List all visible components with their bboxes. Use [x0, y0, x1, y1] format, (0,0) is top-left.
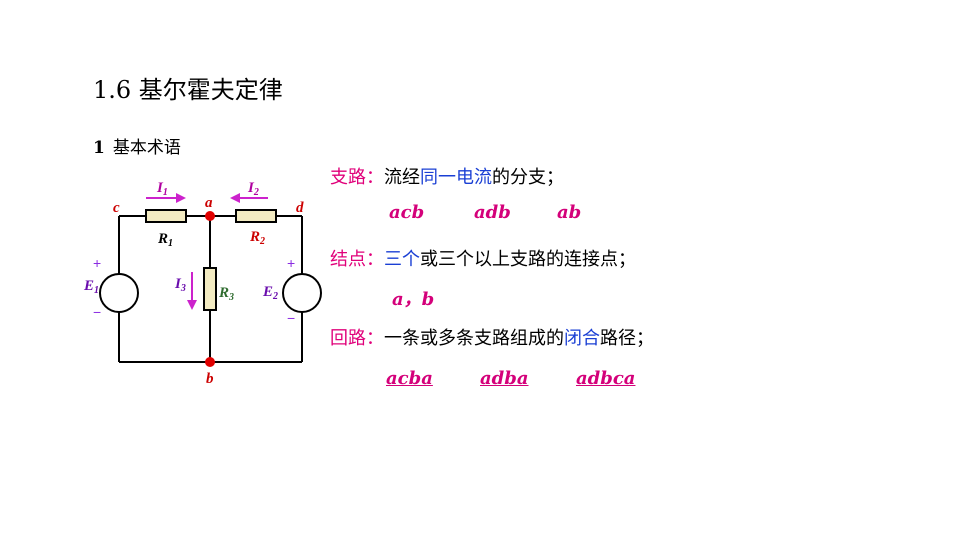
label-e2: E2	[262, 284, 278, 302]
node-example: a，b	[392, 289, 435, 310]
page-title: 1.6 基尔霍夫定律	[93, 76, 283, 104]
node-label-c: c	[113, 200, 120, 216]
e1-plus-sign: +	[93, 255, 101, 271]
section-label: 基本术语	[112, 138, 181, 158]
node-a-dot	[205, 211, 215, 221]
label-r3: R3	[218, 285, 234, 303]
branch-example: adb	[474, 202, 511, 223]
loop-example: adbca	[576, 368, 636, 389]
label-e1: E1	[83, 278, 99, 296]
node-b-dot	[205, 357, 215, 367]
branch-example: ab	[557, 202, 582, 223]
source-e1	[99, 273, 139, 313]
label-i2: I2	[247, 180, 259, 198]
resistor-r2	[235, 209, 277, 223]
branch-example: acb	[389, 202, 425, 223]
resistor-r3	[203, 267, 217, 311]
loop-example: acba	[386, 368, 433, 389]
loop-example: adba	[480, 368, 529, 389]
loop-term: 回路：	[330, 328, 384, 349]
label-r1: R1	[157, 231, 173, 249]
loop-definition: 回路：一条或多条支路组成的闭合路径；	[330, 328, 654, 349]
node-label-d: d	[296, 200, 304, 216]
node-term: 结点：	[330, 249, 384, 270]
node-label-b: b	[206, 371, 214, 387]
source-e2	[282, 273, 322, 313]
branch-term: 支路：	[330, 167, 384, 188]
section-heading: 1 基本术语	[93, 133, 181, 158]
node-label-a: a	[205, 195, 213, 211]
e2-minus-sign: −	[287, 310, 295, 326]
label-r2: R2	[249, 229, 265, 247]
branch-definition: 支路：流经同一电流的分支；	[330, 167, 564, 188]
node-definition: 结点：三个或三个以上支路的连接点；	[330, 249, 636, 270]
e2-plus-sign: +	[287, 255, 295, 271]
label-i1: I1	[156, 180, 168, 198]
label-i3: I3	[174, 276, 186, 294]
resistor-r1	[145, 209, 187, 223]
section-number: 1	[93, 138, 105, 158]
e1-minus-sign: −	[93, 304, 101, 320]
